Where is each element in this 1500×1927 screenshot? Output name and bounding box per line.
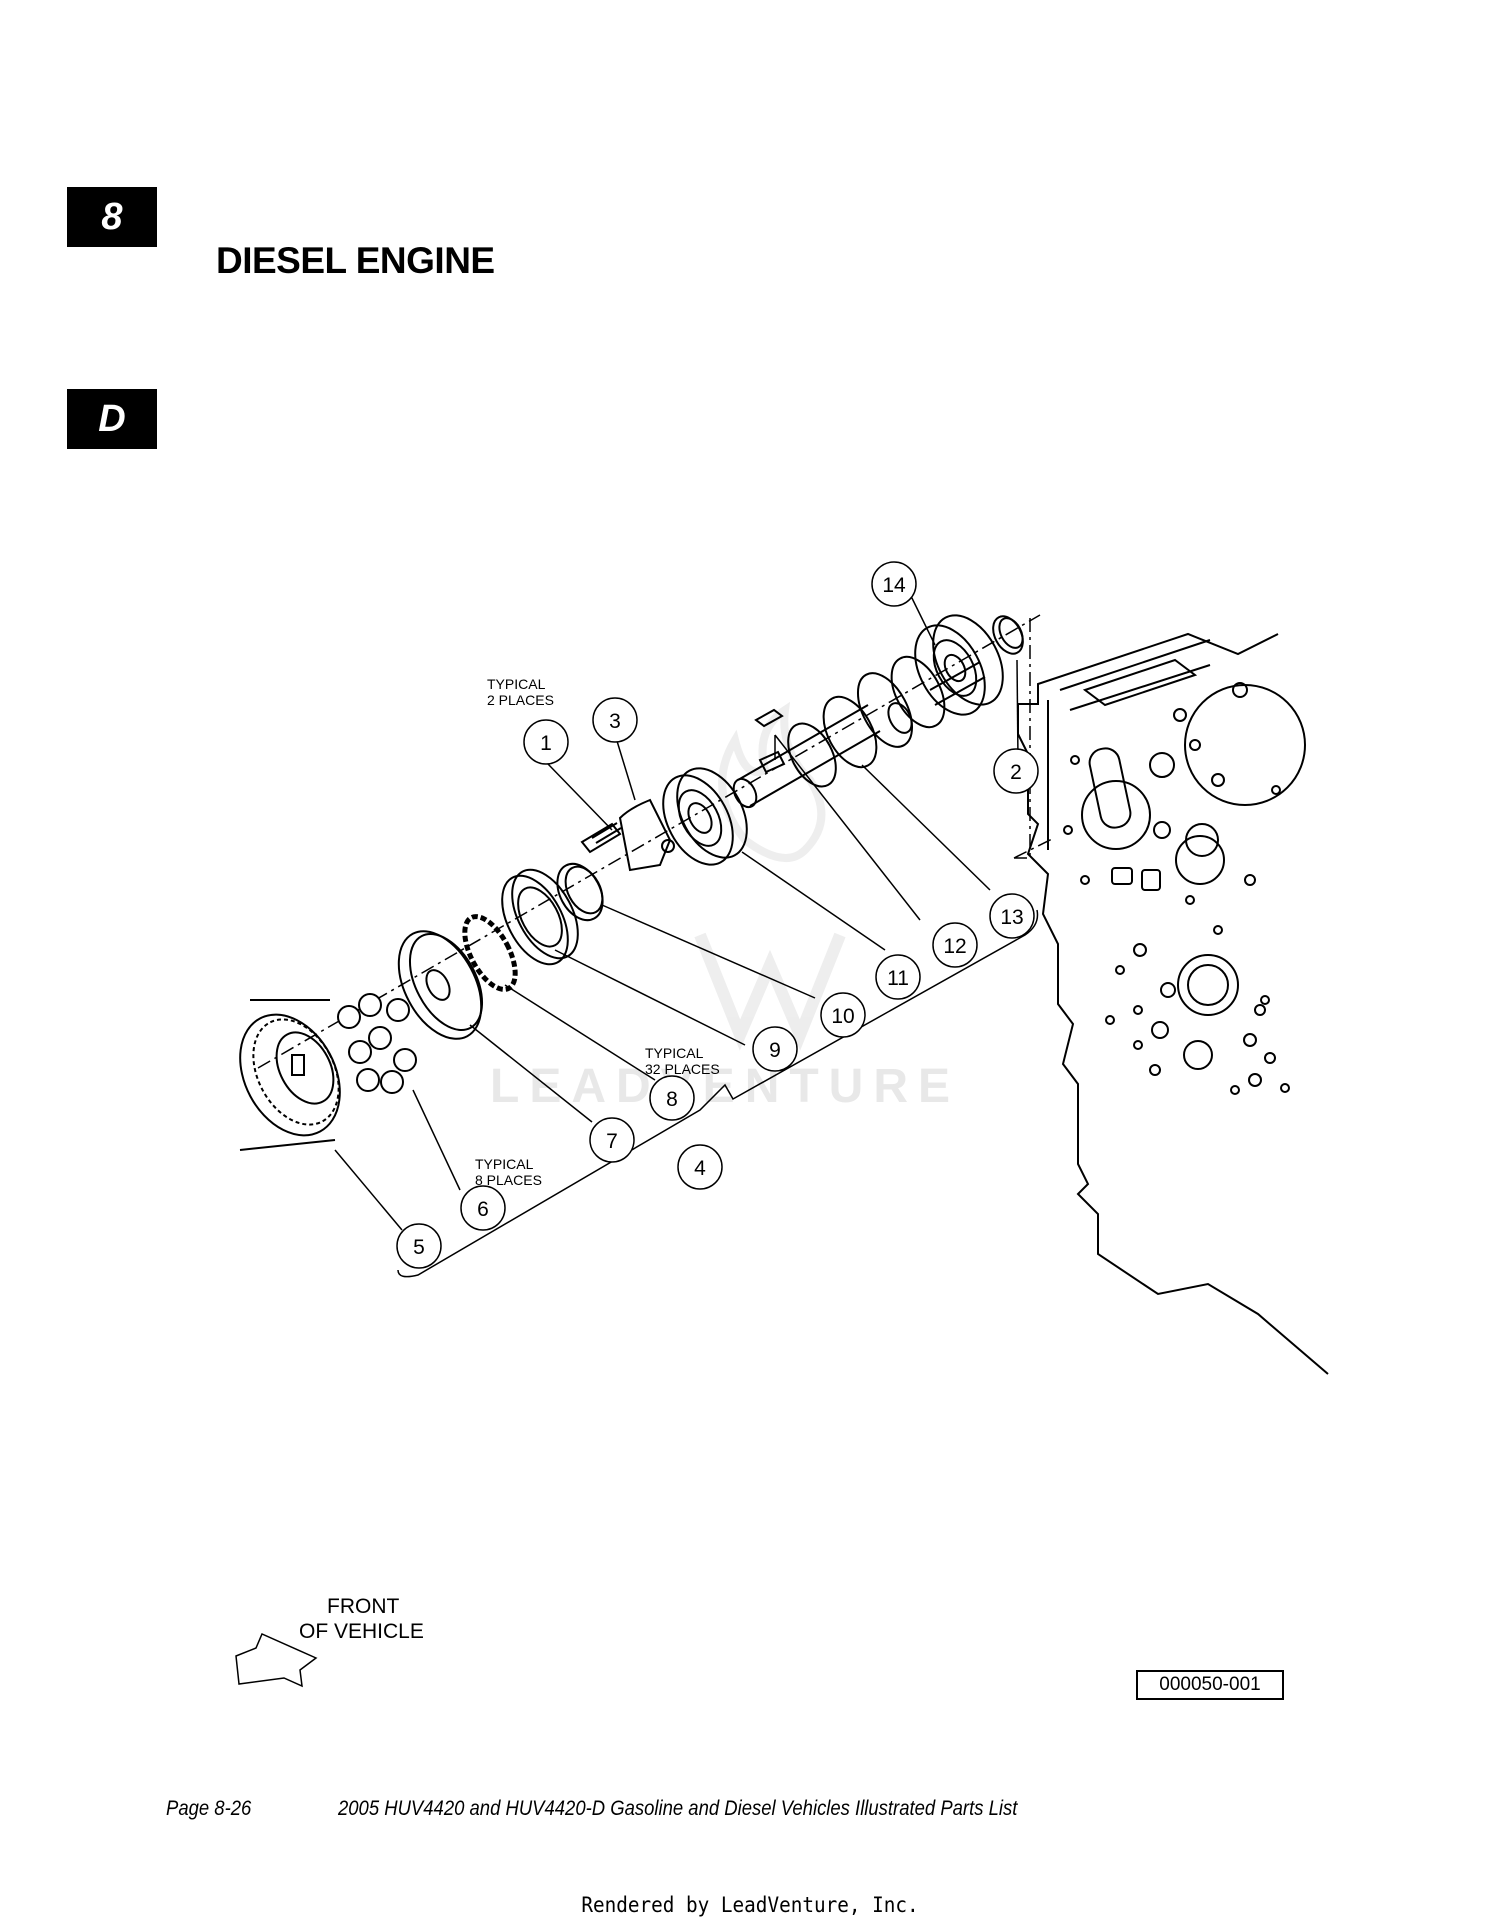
- note-typical-8-places: TYPICAL 8 PLACES: [475, 1156, 542, 1188]
- balls: [337, 993, 417, 1094]
- svg-text:2 PLACES: 2 PLACES: [487, 692, 554, 708]
- svg-text:5: 5: [413, 1236, 425, 1259]
- callout-12: 12: [932, 922, 978, 968]
- page-title: DIESEL ENGINE: [216, 240, 495, 281]
- drawing-number: 000050-001: [1136, 1670, 1284, 1700]
- svg-text:TYPICAL: TYPICAL: [475, 1156, 534, 1172]
- callout-11: 11: [875, 954, 921, 1000]
- svg-text:3: 3: [609, 710, 621, 733]
- svg-text:12: 12: [943, 935, 966, 958]
- letter-tab: D: [67, 389, 157, 449]
- retaining-ring: [556, 862, 604, 922]
- cam-gear: [239, 999, 341, 1151]
- watermark-text: LEADVENTURE: [490, 1060, 960, 1113]
- footer-page-number: Page 8-26: [166, 1797, 252, 1820]
- svg-text:6: 6: [477, 1198, 489, 1221]
- svg-text:TYPICAL: TYPICAL: [645, 1045, 704, 1061]
- svg-text:1: 1: [540, 732, 552, 755]
- svg-text:14: 14: [882, 574, 906, 597]
- svg-text:32 PLACES: 32 PLACES: [645, 1061, 720, 1077]
- bolt-and-bracket: [580, 798, 675, 872]
- callout-8: 8: [649, 1075, 695, 1121]
- note-typical-32-places: TYPICAL 32 PLACES: [645, 1045, 720, 1077]
- svg-text:13: 13: [1000, 906, 1023, 929]
- callout-9: 9: [752, 1026, 798, 1072]
- svg-text:9: 9: [769, 1039, 781, 1062]
- callout-10: 10: [820, 992, 866, 1038]
- svg-text:11: 11: [887, 967, 909, 990]
- callout-6: 6: [460, 1185, 506, 1231]
- svg-text:2: 2: [1010, 761, 1022, 784]
- ball-retainer: [462, 914, 518, 992]
- thrust-plate: [397, 930, 484, 1040]
- svg-text:FRONT: FRONT: [327, 1595, 399, 1618]
- front-arrow-icon: [235, 1633, 318, 1688]
- svg-text:OF VEHICLE: OF VEHICLE: [299, 1620, 424, 1643]
- callout-13: 13: [989, 893, 1035, 939]
- assembly-bracket: [397, 909, 1039, 1278]
- leader-lines: [334, 589, 1019, 1231]
- woodruff-key: [754, 708, 784, 728]
- engine-block: [1017, 632, 1329, 1375]
- callout-3: 3: [592, 697, 638, 743]
- callout-4: 4: [677, 1144, 723, 1190]
- svg-text:4: 4: [694, 1157, 706, 1180]
- svg-text:8 PLACES: 8 PLACES: [475, 1172, 542, 1188]
- callout-1: 1: [523, 719, 569, 765]
- snap-ring: [992, 615, 1024, 655]
- callout-5: 5: [396, 1223, 442, 1269]
- callout-2: 2: [993, 748, 1039, 794]
- front-bearing: [662, 767, 748, 866]
- rear-bearing: [914, 614, 1004, 716]
- centerline: [257, 614, 1055, 1069]
- callout-14: 14: [871, 561, 917, 607]
- note-typical-2-places: TYPICAL 2 PLACES: [487, 676, 554, 708]
- front-of-vehicle-indicator: FRONT OF VEHICLE: [235, 1595, 424, 1688]
- callout-7: 7: [589, 1117, 635, 1163]
- rendered-by-credit: Rendered by LeadVenture, Inc.: [581, 1893, 919, 1917]
- svg-text:10: 10: [831, 1005, 854, 1028]
- svg-text:7: 7: [606, 1130, 618, 1153]
- footer-book-title: 2005 HUV4420 and HUV4420-D Gasoline and …: [338, 1797, 1018, 1820]
- svg-text:TYPICAL: TYPICAL: [487, 676, 546, 692]
- watermark: LEADVENTURE: [490, 701, 960, 1113]
- svg-text:8: 8: [666, 1088, 678, 1111]
- section-tab: 8: [67, 187, 157, 247]
